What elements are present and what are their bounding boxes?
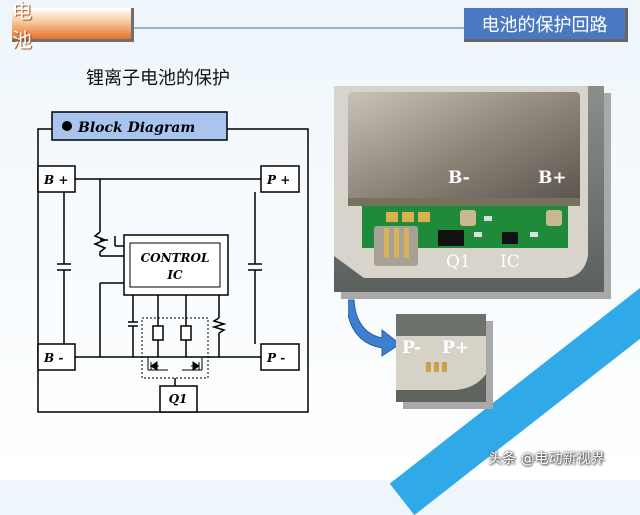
diagram-heading: Block Diagram — [77, 120, 195, 136]
diagram-heading-box — [51, 111, 228, 141]
photo-label-ic: IC — [500, 252, 520, 272]
terminal-p-minus — [260, 343, 300, 371]
q1-box — [159, 385, 198, 413]
photo-label-b-plus: B+ — [538, 168, 567, 188]
q1-dashed-region — [141, 317, 209, 379]
control-ic-inner — [129, 242, 221, 288]
battery-pcb-photo: B- B+ Q1 IC — [334, 86, 604, 292]
slide-subtitle: 锂离子电池的保护 — [86, 68, 230, 89]
block-diagram: Block Diagram B + P + B - P - CONT — [37, 111, 309, 413]
terminal-b-minus — [37, 343, 76, 371]
photo-label-p-minus: P- — [402, 338, 421, 358]
control-ic-label-line1: CONTROL — [141, 251, 210, 265]
photo-label-p-plus: P+ — [442, 338, 470, 358]
terminal-b-minus-label: B - — [43, 351, 63, 365]
terminal-p-plus — [260, 165, 300, 193]
q1-label: Q1 — [169, 392, 188, 406]
curved-arrow-icon — [348, 299, 401, 357]
watermark: 头条 @电动新视界 — [488, 451, 605, 467]
terminal-b-plus — [37, 165, 76, 193]
header-divider — [134, 27, 478, 29]
terminal-b-plus-label: B + — [43, 173, 68, 187]
photo-label-q1: Q1 — [446, 252, 471, 272]
control-ic-box — [123, 234, 229, 296]
q1-chip — [438, 230, 464, 246]
photo-label-b-minus: B- — [448, 168, 470, 188]
mosfet-1 — [152, 325, 164, 341]
bullet-icon — [62, 121, 72, 131]
battery-terminal-photo: P- P+ — [396, 314, 486, 402]
slide-title: 电池的保护回路 — [464, 8, 628, 42]
control-ic-label-line2: IC — [166, 268, 183, 282]
ic-chip — [502, 232, 518, 244]
mosfet-2 — [180, 325, 192, 341]
terminal-p-minus-label: P - — [266, 351, 285, 365]
terminal-p-plus-label: P + — [266, 173, 290, 187]
